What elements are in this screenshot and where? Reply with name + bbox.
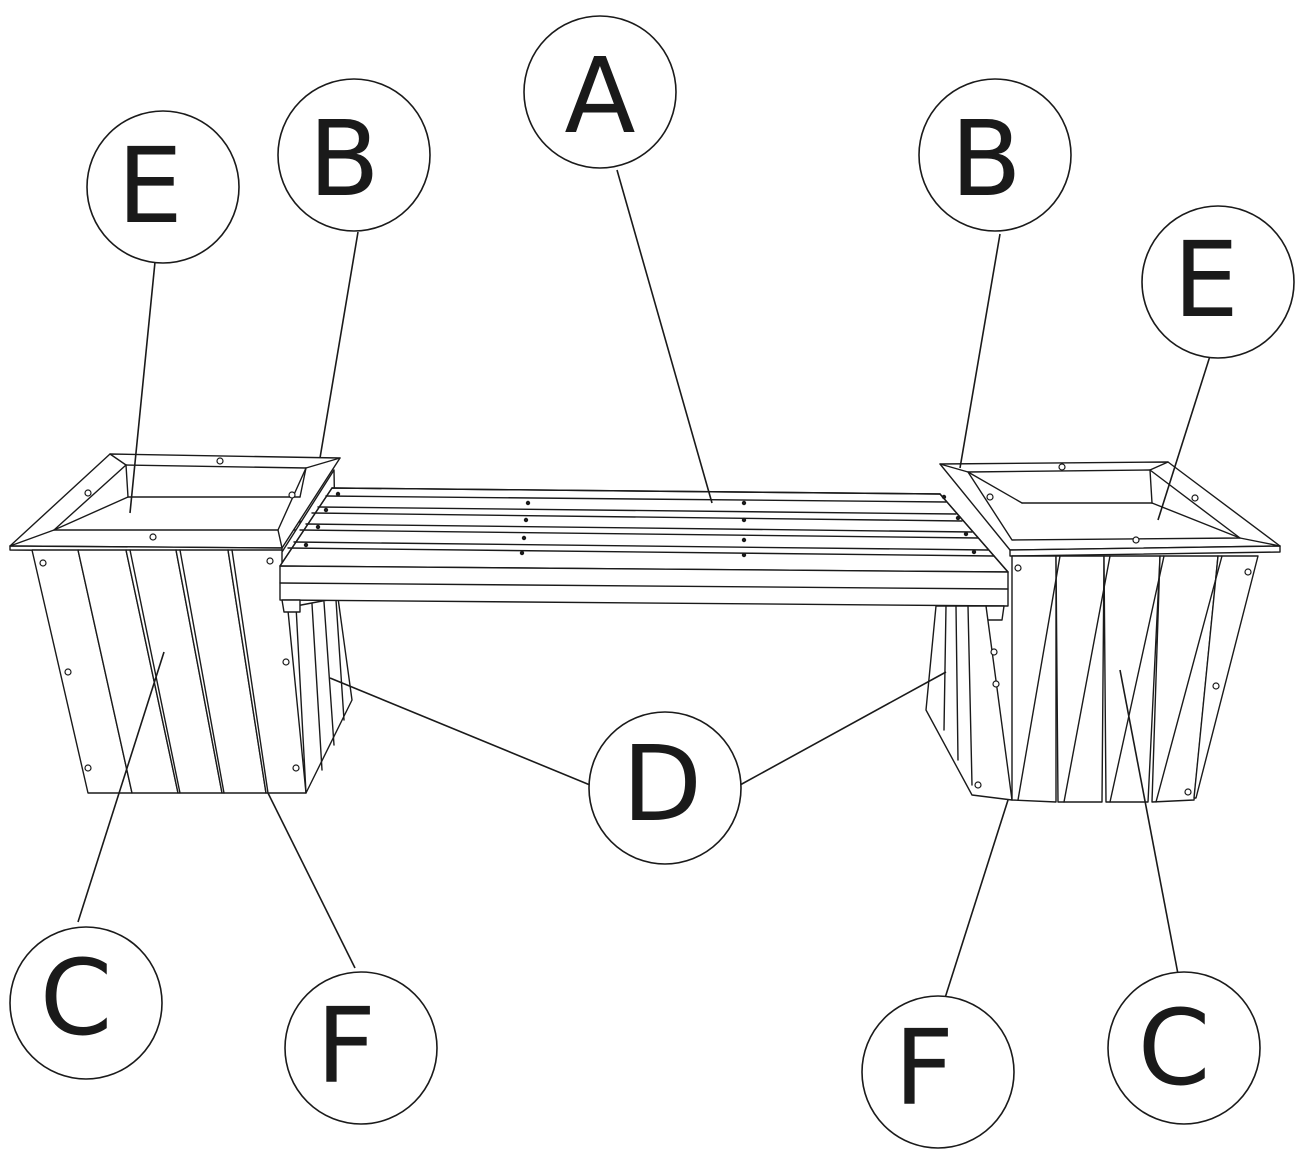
callout-E-right: E <box>1141 205 1295 359</box>
right-planter-box <box>925 461 1281 803</box>
left-planter-top-frame <box>9 453 341 553</box>
leader-F-left <box>267 792 356 969</box>
callout-A: A <box>523 15 677 169</box>
callout-label-C-right: C <box>1138 987 1211 1109</box>
callout-label-B-right: B <box>950 98 1021 220</box>
callout-label-E-right: E <box>1173 219 1239 341</box>
leader-C-left <box>77 651 165 923</box>
callout-label-C-left: C <box>40 937 113 1059</box>
callout-C-left: C <box>9 926 163 1080</box>
leader-A <box>616 169 713 504</box>
callout-C-right: C <box>1107 971 1261 1125</box>
leader-E-left <box>129 261 156 514</box>
callout-label-D: D <box>622 723 702 845</box>
callout-label-B-left: B <box>308 98 379 220</box>
callout-label-F-left: F <box>316 985 376 1107</box>
callout-F-right: F <box>861 995 1015 1149</box>
callout-E-left: E <box>86 110 240 264</box>
leader-C-right <box>1119 669 1179 975</box>
left-planter-box <box>9 453 353 794</box>
leader-lines <box>77 169 1211 999</box>
callout-B-right: B <box>918 78 1072 232</box>
leader-B-right <box>959 233 1001 469</box>
callout-B-left: B <box>277 78 431 232</box>
callout-label-E-left: E <box>117 125 183 247</box>
callout-F-left: F <box>284 971 438 1125</box>
right-planter-top-frame <box>939 461 1281 557</box>
callout-label-A: A <box>564 35 635 157</box>
leader-E-right <box>1157 355 1211 521</box>
leader-D-right <box>739 671 947 786</box>
callout-D: D <box>588 711 742 865</box>
bench-seat <box>279 487 1009 621</box>
leader-B-left <box>319 231 359 459</box>
right-planter-side-face <box>925 605 1013 801</box>
leader-F-right <box>944 799 1009 999</box>
right-planter-front-slats <box>992 555 1259 803</box>
leader-D-left <box>329 677 591 786</box>
callout-label-F-right: F <box>894 1007 954 1129</box>
left-planter-front-slats <box>31 549 307 794</box>
